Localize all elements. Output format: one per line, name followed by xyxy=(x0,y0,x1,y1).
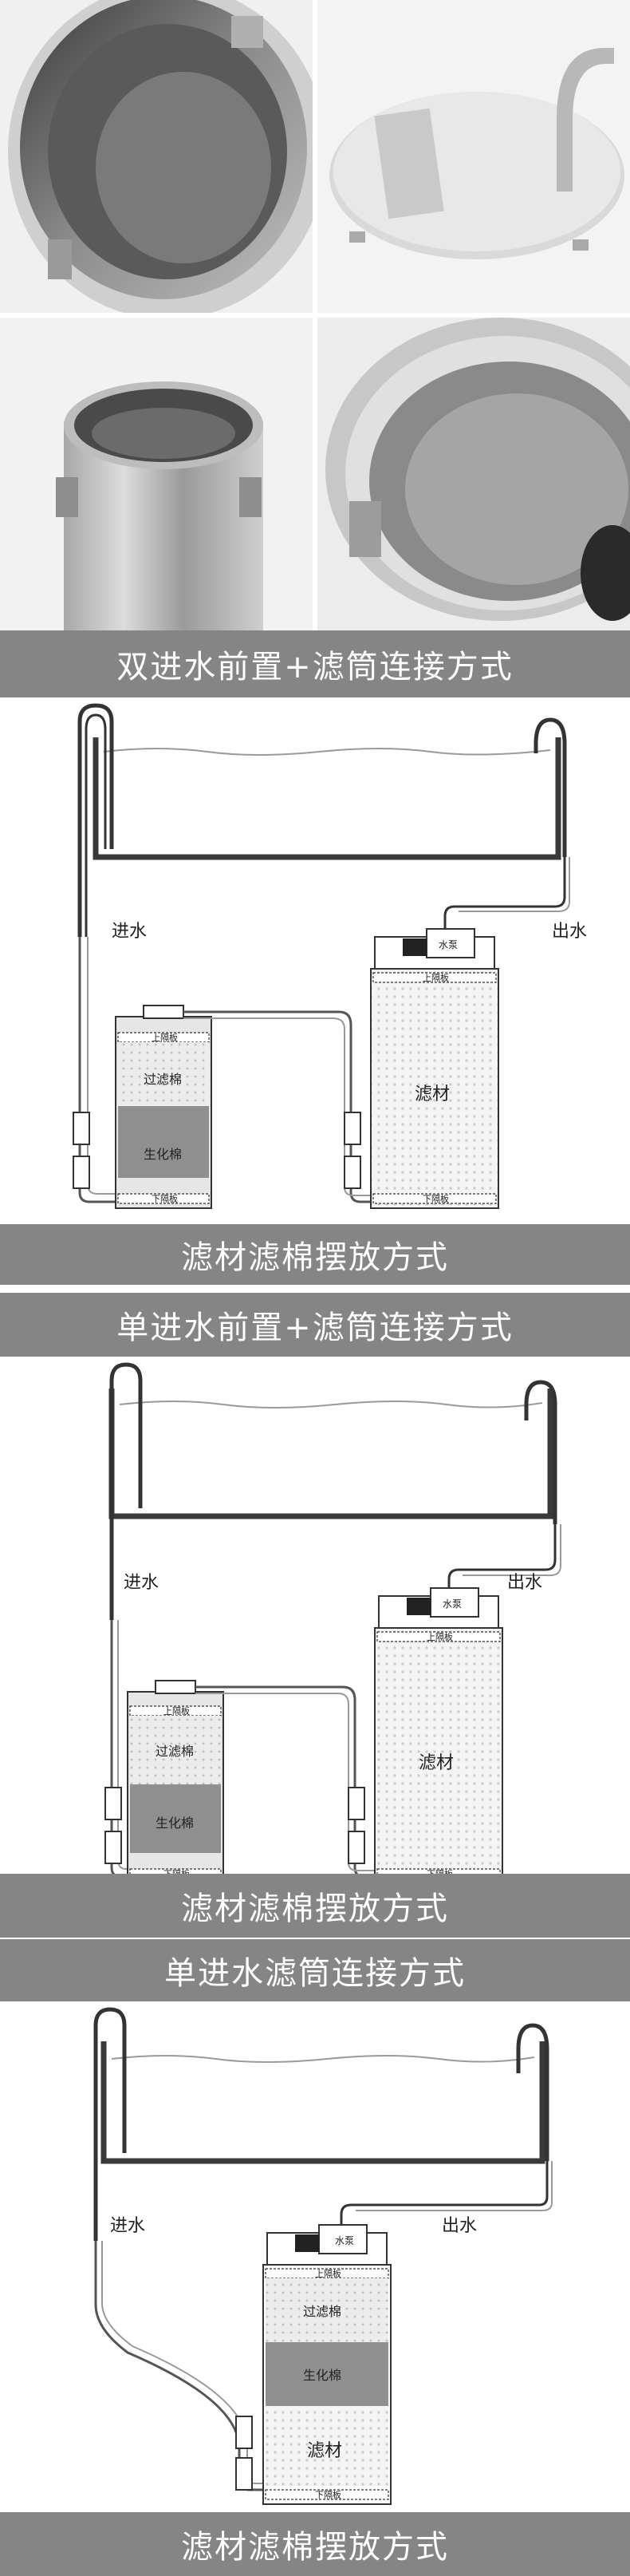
pre-bottom-plate-label: 下隔板 xyxy=(152,1193,178,1204)
media-label: 滤材 xyxy=(307,2441,342,2461)
bottom-plate-label: 下隔板 xyxy=(315,2489,341,2500)
pump-label: 水泵 xyxy=(443,1598,462,1610)
photo-canister-lid xyxy=(317,0,630,313)
inlet-label: 进水 xyxy=(112,922,147,942)
pre-filter xyxy=(115,1005,212,1209)
filter-cotton-label: 过滤棉 xyxy=(156,1744,194,1759)
bio-cotton-label: 生化棉 xyxy=(144,1147,182,1162)
top-plate-label: 上隔板 xyxy=(423,972,449,983)
aquarium-tank xyxy=(93,737,561,860)
canister xyxy=(262,2224,392,2505)
section-banner-media-placement-2: 滤材滤棉摆放方式 xyxy=(0,1874,630,1938)
filter-cotton-label: 过滤棉 xyxy=(303,2304,341,2319)
top-plate-label: 上隔板 xyxy=(427,1631,453,1642)
outlet-pipe xyxy=(447,1380,561,1596)
bio-cotton-label: 生化棉 xyxy=(156,1815,194,1831)
top-plate-label: 上隔板 xyxy=(315,2268,341,2279)
outlet-label: 出水 xyxy=(442,2216,477,2236)
pre-top-plate-label: 上隔板 xyxy=(152,1032,178,1043)
photo-canister-inside xyxy=(0,0,313,313)
diagram-single-inlet-canister: 进水 出水 水泵 上隔板 过滤棉 生化棉 滤材 下隔板 xyxy=(0,2001,630,2512)
outlet-label: 出水 xyxy=(507,1573,542,1593)
outlet-label: 出水 xyxy=(552,922,587,942)
photo-canister-rim xyxy=(317,318,630,630)
outlet-pipe xyxy=(443,717,570,937)
section-banner-media-placement-3: 滤材滤棉摆放方式 xyxy=(0,2512,630,2576)
diagram-dual-inlet: 进水 出水 上隔板 过滤棉 生化棉 下隔板 水泵 上隔板 xyxy=(0,697,630,1224)
pre-top-plate-label: 上隔板 xyxy=(163,1705,190,1717)
inlet-label: 进水 xyxy=(110,2216,145,2236)
pump-label: 水泵 xyxy=(335,2235,354,2246)
media-label: 滤材 xyxy=(415,1085,450,1104)
section-banner-media-placement-1: 滤材滤棉摆放方式 xyxy=(0,1224,630,1285)
photo-canister-side xyxy=(0,318,313,630)
aquarium-tank xyxy=(100,2041,545,2164)
main-canister xyxy=(370,928,499,1209)
diagram-single-inlet-prefilter: 进水 出水 上隔板 过滤棉 生化棉 下隔板 水泵 上隔板 滤材 下隔板 xyxy=(0,1357,630,1899)
outlet-pipe xyxy=(340,2023,553,2233)
section-banner-dual-inlet: 双进水前置+滤筒连接方式 xyxy=(0,630,630,697)
inlet-pipe xyxy=(93,2007,263,2491)
pre-filter xyxy=(127,1680,224,1884)
filter-cotton-label: 过滤棉 xyxy=(144,1072,182,1087)
media-label: 滤材 xyxy=(419,1753,454,1773)
inlet-label: 进水 xyxy=(124,1573,159,1593)
section-banner-single-inlet-canister: 单进水滤筒连接方式 xyxy=(0,1939,630,2001)
aquarium-tank xyxy=(108,1389,553,1519)
bottom-plate-label: 下隔板 xyxy=(423,1193,449,1204)
section-banner-single-inlet-prefilter: 单进水前置+滤筒连接方式 xyxy=(0,1293,630,1357)
bio-cotton-label: 生化棉 xyxy=(303,2368,341,2383)
pump-label: 水泵 xyxy=(439,939,458,950)
